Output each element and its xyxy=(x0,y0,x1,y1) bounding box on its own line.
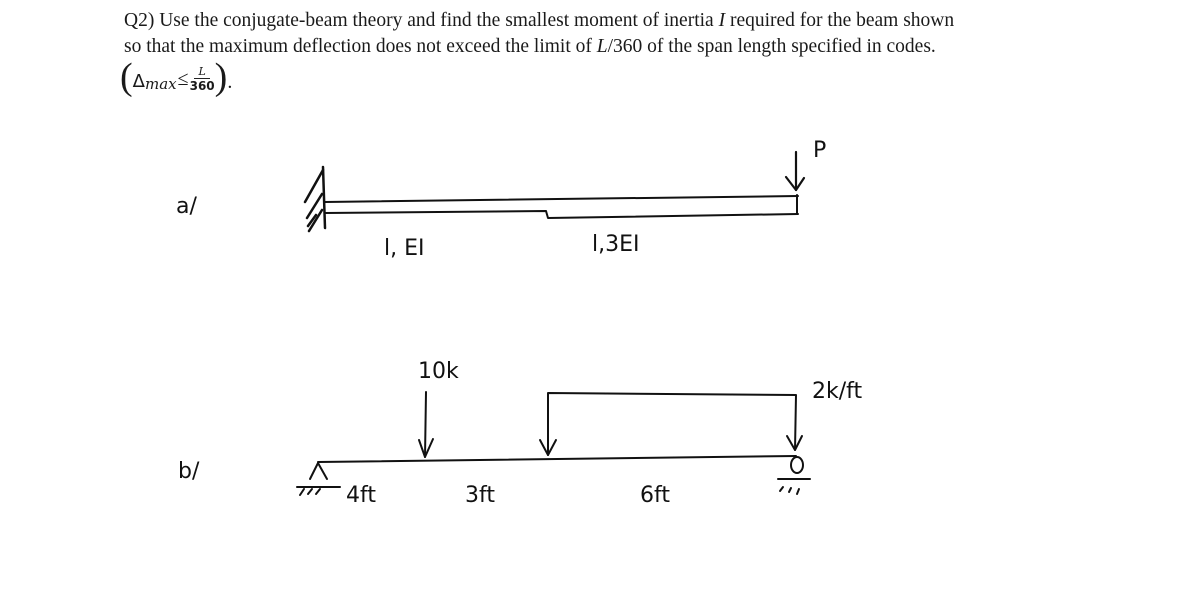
question-line-1-part-b: required for the beam shown xyxy=(725,10,955,31)
question-line-1: Q2) Use the conjugate-beam theory and fi… xyxy=(124,8,1044,34)
span-label-1: 4ft xyxy=(346,483,376,508)
distributed-load-icon xyxy=(539,392,803,456)
variable-I: I xyxy=(718,10,726,31)
beam-a-top-edge xyxy=(324,195,799,203)
leq-symbol: ≤ xyxy=(177,67,189,90)
fixed-support-icon xyxy=(303,165,327,233)
roller-support-icon xyxy=(777,456,811,495)
question-line-2-part-b: /360 of the span length specified in cod… xyxy=(607,36,936,57)
delta-symbol: Δ xyxy=(132,70,145,92)
question-line-2-part-a: so that the maximum deflection does not … xyxy=(124,36,597,57)
diagram-b: b/ 10k 2k/ft xyxy=(178,359,863,508)
fraction: L 360 xyxy=(190,65,215,93)
variable-L: L xyxy=(596,36,608,57)
deflection-limit-formula: ( Δ max ≤ L 360 ) . xyxy=(120,58,232,96)
point-load-arrow-icon xyxy=(784,150,806,192)
beam-b xyxy=(317,455,797,463)
max-subscript: max xyxy=(144,75,177,93)
question-line-2: so that the maximum deflection does not … xyxy=(124,34,1044,60)
beam-a-bottom-edge xyxy=(324,210,799,219)
segment1-label: l, EI xyxy=(384,236,425,261)
question-text: Q2) Use the conjugate-beam theory and fi… xyxy=(124,8,1044,60)
distributed-load-label: 2k/ft xyxy=(812,379,863,404)
close-paren: ) xyxy=(214,56,228,98)
point-load-label: 10k xyxy=(418,359,459,384)
span-label-2: 3ft xyxy=(465,483,495,508)
open-paren: ( xyxy=(120,56,133,98)
fraction-numerator: L xyxy=(194,65,210,79)
question-line-1-part-a: Q2) Use the conjugate-beam theory and fi… xyxy=(124,10,719,31)
diagram-a: a/ P l, EI l,3EI xyxy=(176,138,826,261)
diagram-a-label: a/ xyxy=(176,194,197,219)
point-load-10k-arrow-icon xyxy=(418,391,434,458)
span-label-3: 6ft xyxy=(640,483,670,508)
segment2-label: l,3EI xyxy=(592,232,640,257)
diagram-b-label: b/ xyxy=(178,459,200,484)
fraction-denominator: 360 xyxy=(189,79,215,93)
load-P-label: P xyxy=(813,138,826,163)
pin-support-icon xyxy=(296,462,341,496)
formula-period: . xyxy=(227,70,233,93)
